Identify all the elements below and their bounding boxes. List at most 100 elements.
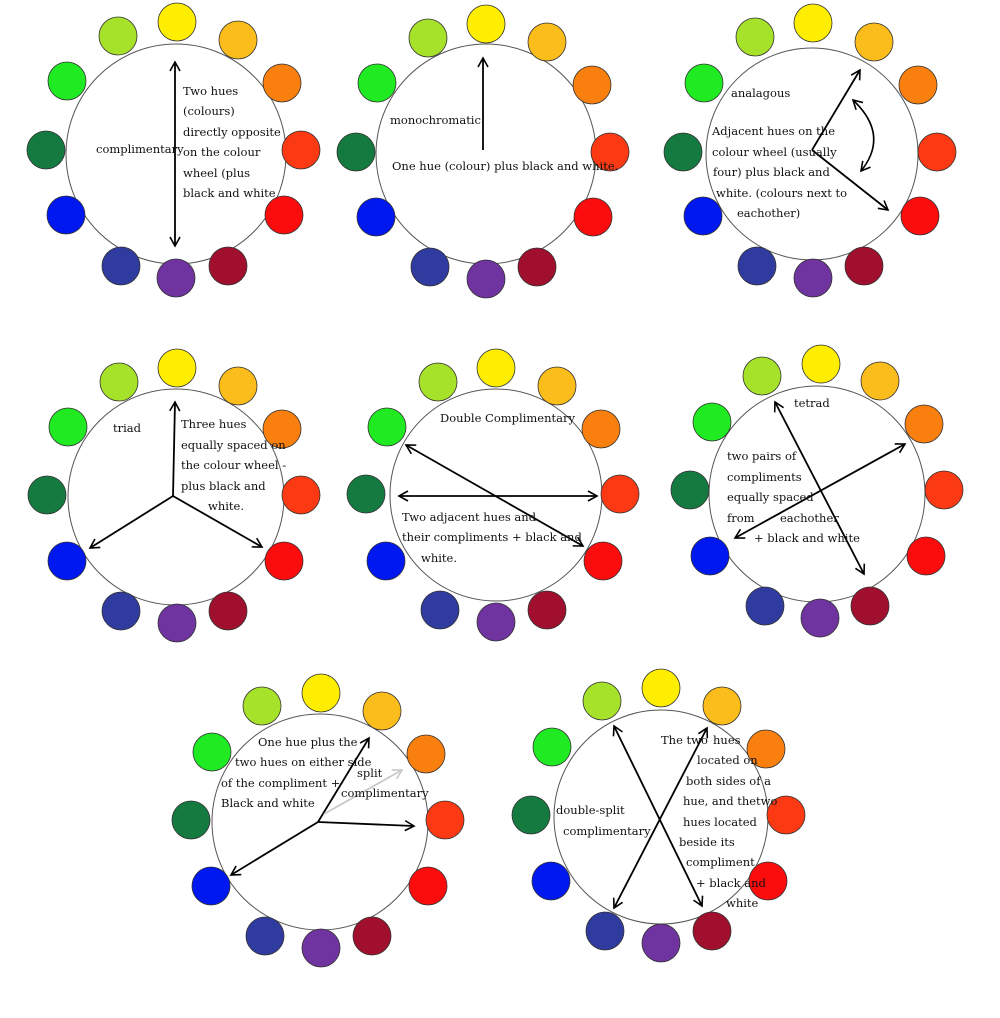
swatch-blue — [690, 536, 730, 576]
arrow-base-hue — [229, 821, 319, 876]
scheme-title: complimentary — [341, 786, 429, 800]
swatch-red — [900, 196, 940, 236]
swatch-red — [264, 195, 304, 235]
description-line: wheel (plus — [183, 166, 250, 180]
swatch-red-violet — [850, 586, 890, 626]
description-line: four) plus black and — [713, 165, 830, 179]
description-line: hues located — [683, 815, 758, 829]
scheme-title: tetrad — [794, 396, 830, 410]
swatch-blue-violet — [245, 916, 285, 956]
description-line: located on — [697, 753, 758, 767]
swatch-green — [367, 407, 407, 447]
swatch-blue-green — [336, 132, 376, 172]
wheel-triad: triad Three hues equally spaced on the c… — [27, 348, 321, 643]
swatch-yellow-orange — [527, 22, 567, 62]
scheme-title: analagous — [731, 86, 790, 100]
scheme-title: Double Complimentary — [440, 411, 575, 425]
swatch-yellow-orange — [218, 366, 258, 406]
swatch-blue-violet — [745, 586, 785, 626]
swatch-blue-violet — [101, 591, 141, 631]
description-line: Two adjacent hues and — [402, 510, 537, 524]
swatch-red-violet — [352, 916, 392, 956]
description-line: two hues on either side — [235, 755, 372, 769]
swatch-red-violet — [208, 246, 248, 286]
swatch-blue-green — [346, 474, 386, 514]
swatch-yellow-orange — [702, 686, 742, 726]
swatch-red-violet — [527, 590, 567, 630]
description-line: + black and white — [754, 531, 860, 545]
scheme-title: double-split — [556, 803, 625, 817]
description-line: hue, and thetwo — [683, 794, 778, 808]
description-line: (colours) — [183, 104, 235, 118]
description-line: compliment — [686, 855, 755, 869]
arrow-pair-two — [733, 443, 907, 539]
description-line: beside its — [679, 835, 735, 849]
swatch-blue — [356, 197, 396, 237]
swatch-blue-green — [511, 795, 551, 835]
swatch-yellow-green — [242, 686, 282, 726]
wheel-outline — [375, 43, 597, 265]
arrow-adjacent-range — [851, 98, 875, 173]
description-line: colour wheel (usually — [712, 145, 837, 159]
swatch-violet — [156, 258, 196, 298]
swatch-yellow-green — [418, 362, 458, 402]
description-line: hues — [713, 733, 741, 747]
swatch-blue-violet — [410, 247, 450, 287]
swatch-yellow — [793, 3, 833, 43]
description-line: two pairs of — [727, 449, 797, 463]
swatch-red — [408, 866, 448, 906]
swatch-red — [583, 541, 623, 581]
description-line: on the colour — [183, 145, 261, 159]
swatch-red-orange — [590, 132, 630, 172]
swatch-red-violet — [517, 247, 557, 287]
swatch-orange — [406, 734, 446, 774]
arrow-split-pair-two — [612, 726, 709, 910]
swatch-yellow — [157, 348, 197, 388]
description-line: eachother) — [737, 206, 800, 220]
description-line: Three hues — [181, 417, 246, 431]
wheel-double-split-complimentary: double-split complimentary The two hues … — [511, 668, 806, 963]
swatch-red — [264, 541, 304, 581]
swatch-red-violet — [692, 911, 732, 951]
swatch-blue-green — [27, 475, 67, 515]
swatch-yellow-orange — [362, 691, 402, 731]
swatch-blue-violet — [737, 246, 777, 286]
description-line: compliments — [727, 470, 802, 484]
swatch-green — [47, 61, 87, 101]
swatch-yellow-orange — [537, 366, 577, 406]
description-line: eachother — [780, 511, 839, 525]
swatch-yellow-orange — [860, 361, 900, 401]
scheme-title: triad — [113, 421, 142, 435]
swatch-red-orange — [425, 800, 465, 840]
swatch-green — [532, 727, 572, 767]
swatch-green — [692, 402, 732, 442]
wheel-complimentary: complimentary Two hues (colours) directl… — [26, 2, 321, 298]
swatch-red-violet — [208, 591, 248, 631]
swatch-red-orange — [766, 795, 806, 835]
swatch-orange — [262, 409, 302, 449]
arrow-adjacent-end — [811, 149, 890, 212]
swatch-green — [357, 63, 397, 103]
description-line: The two — [661, 733, 708, 747]
swatch-yellow — [301, 673, 341, 713]
description-line: equally spaced — [727, 490, 814, 504]
swatch-red-orange — [281, 475, 321, 515]
swatch-blue-violet — [585, 911, 625, 951]
swatch-yellow-green — [735, 17, 775, 57]
description-line: of the compliment + — [221, 776, 340, 790]
description-line: Adjacent hues on the — [711, 124, 835, 138]
swatch-yellow-green — [582, 681, 622, 721]
swatch-blue-violet — [101, 246, 141, 286]
swatch-green — [192, 732, 232, 772]
swatch-violet — [793, 258, 833, 298]
swatch-red-violet — [844, 246, 884, 286]
wheel-monochromatic: monochromatic One hue (colour) plus blac… — [336, 4, 630, 299]
swatch-yellow — [157, 2, 197, 42]
swatch-yellow — [641, 668, 681, 708]
swatch-violet — [476, 602, 516, 642]
arrow-triad-left — [88, 495, 174, 549]
arrow-split-right — [317, 819, 416, 832]
swatch-blue — [46, 195, 86, 235]
swatch-red — [573, 197, 613, 237]
